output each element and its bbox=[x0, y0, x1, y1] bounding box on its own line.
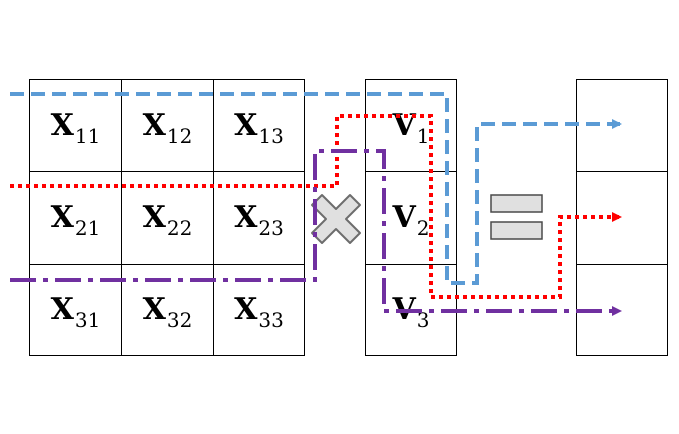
result-cell-1 bbox=[576, 79, 668, 172]
row2-multiplication-path bbox=[10, 114, 622, 299]
vector-cell-v2: V2 bbox=[365, 171, 457, 265]
equals-sign-icon bbox=[490, 194, 543, 240]
matrix-cell-x22: X22 bbox=[121, 171, 214, 265]
row3-multiplication-path bbox=[10, 149, 622, 316]
multiply-sign-icon bbox=[311, 194, 361, 244]
row1-multiplication-path bbox=[10, 92, 622, 285]
